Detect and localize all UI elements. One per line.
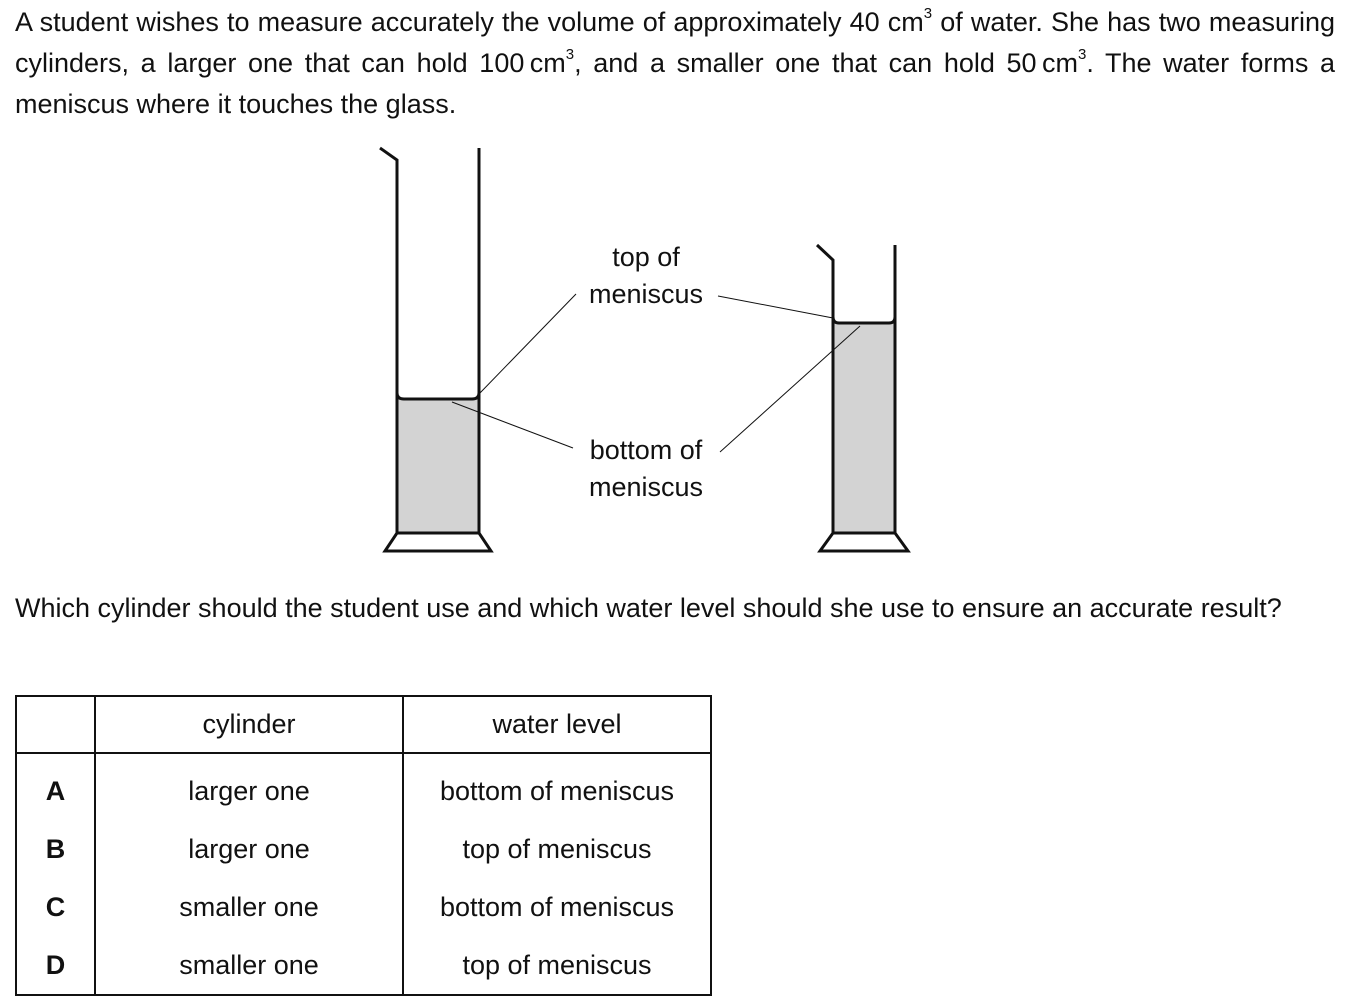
superscript: 3	[1077, 46, 1087, 63]
intro-text-1: A student wishes to measure accurately t…	[15, 7, 924, 37]
table-row: C smaller one bottom of meniscus	[15, 878, 712, 936]
leader-bottom-large	[451, 401, 574, 449]
intro-volume-small: 50 cm3	[1006, 46, 1087, 78]
table-row: A larger one bottom of meniscus	[15, 753, 712, 820]
small-cylinder-wall	[815, 243, 897, 535]
leader-top-small	[717, 295, 834, 319]
label-bottom-meniscus: meniscus	[589, 472, 703, 502]
volume-small-value: 50 cm	[1006, 48, 1078, 78]
question-intro: A student wishes to measure accurately t…	[15, 4, 1335, 122]
small-cylinder-water	[833, 323, 895, 533]
option-water-level: top of meniscus	[402, 936, 712, 995]
intro-text-4: . The water forms a meniscus where it to…	[15, 48, 1335, 119]
header-option	[15, 696, 96, 754]
volume-large-value: 100 cm	[479, 48, 566, 78]
large-cylinder-meniscus	[395, 392, 481, 401]
question-text: Which cylinder should the student use an…	[15, 593, 1282, 623]
leader-bottom-small	[719, 325, 861, 453]
label-top-of: top of	[612, 242, 680, 272]
answer-options-table: cylinder water level A larger one bottom…	[15, 695, 712, 996]
small-cylinder-meniscus	[831, 316, 897, 325]
header-cylinder: cylinder	[94, 696, 404, 754]
option-water-level: bottom of meniscus	[402, 753, 712, 820]
table-row: B larger one top of meniscus	[15, 820, 712, 878]
leader-top-large	[478, 293, 577, 395]
table-row: D smaller one top of meniscus	[15, 936, 712, 995]
option-water-level: bottom of meniscus	[402, 878, 712, 936]
large-cylinder-wall	[379, 146, 481, 535]
large-cylinder-base	[382, 531, 494, 553]
option-letter: A	[15, 753, 96, 820]
intro-volume-large: 100 cm3	[479, 46, 575, 78]
intro-text-3: , and a smaller one that can hold	[574, 48, 1007, 78]
label-bottom-of: bottom of	[590, 435, 703, 465]
intro-text-2: of water. She has two measuring cylinder…	[15, 7, 1335, 78]
header-water-level: water level	[402, 696, 712, 754]
option-letter: B	[15, 820, 96, 878]
superscript: 3	[565, 46, 575, 63]
option-letter: D	[15, 936, 96, 995]
large-cylinder	[379, 146, 494, 553]
small-cylinder	[815, 243, 911, 553]
small-cylinder-base	[817, 531, 911, 553]
option-letter: C	[15, 878, 96, 936]
large-cylinder-water	[397, 399, 479, 533]
table-header-row: cylinder water level	[15, 696, 712, 754]
superscript: 3	[923, 5, 933, 22]
option-cylinder: larger one	[94, 753, 404, 820]
option-cylinder: larger one	[94, 820, 404, 878]
option-cylinder: smaller one	[94, 936, 404, 995]
option-cylinder: smaller one	[94, 878, 404, 936]
option-water-level: top of meniscus	[402, 820, 712, 878]
label-top-meniscus: meniscus	[589, 279, 703, 309]
